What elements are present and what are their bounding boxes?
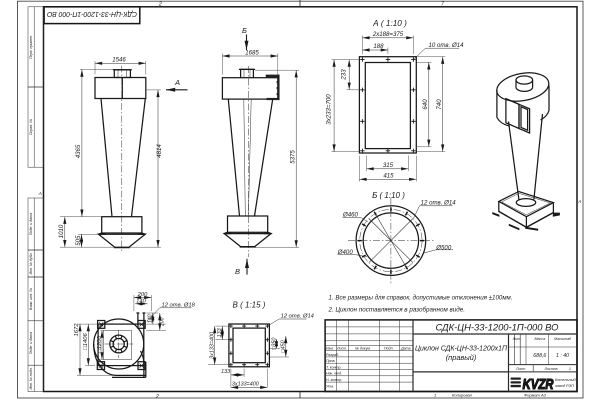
svg-text:Дата: Дата	[400, 347, 410, 351]
svg-text:133: 133	[217, 328, 223, 337]
svg-text:Перв. примен.: Перв. примен.	[29, 35, 33, 59]
svg-text:1 : 40: 1 : 40	[556, 353, 569, 359]
svg-text:Подп. и дата: Подп. и дата	[29, 213, 33, 236]
svg-text:Н. контр.: Н. контр.	[326, 378, 342, 382]
svg-text:12 отв. Ø18: 12 отв. Ø18	[162, 303, 196, 309]
svg-text:12 отв. Ø14: 12 отв. Ø14	[421, 200, 457, 207]
svg-text:завод РЭП: завод РЭП	[554, 384, 574, 388]
svg-text:740: 740	[436, 99, 443, 110]
svg-text:Ø460: Ø460	[342, 212, 359, 219]
svg-text:Листов: Листов	[543, 367, 557, 371]
svg-text:1010: 1010	[58, 224, 65, 238]
svg-text:Т. контр.: Т. контр.	[326, 365, 342, 369]
svg-text:А: А	[38, 191, 42, 196]
svg-text:А ( 1:10 ): А ( 1:10 )	[372, 19, 407, 28]
svg-text:В ( 1:15 ): В ( 1:15 )	[233, 300, 266, 309]
svg-text:2. Циклон поставляется в разоб: 2. Циклон поставляется в разобранном вид…	[328, 305, 466, 313]
svg-text:А: А	[174, 78, 180, 87]
svg-text:В: В	[235, 267, 240, 276]
svg-text:4365: 4365	[75, 144, 82, 158]
svg-text:1. Все размеры для справок, до: 1. Все размеры для справок, допустимые о…	[329, 293, 513, 301]
svg-text:5375: 5375	[290, 150, 297, 164]
svg-text:133: 133	[221, 369, 230, 375]
svg-text:2: 2	[155, 394, 159, 400]
svg-text:Ø400: Ø400	[337, 249, 354, 256]
svg-text:315: 315	[383, 162, 394, 169]
svg-text:10 отв. Ø14: 10 отв. Ø14	[429, 42, 465, 49]
svg-text:688,6: 688,6	[533, 353, 546, 359]
svg-text:□1406: □1406	[83, 333, 89, 350]
svg-text:Разраб.: Разраб.	[326, 353, 339, 357]
svg-text:Подп.: Подп.	[384, 347, 394, 351]
svg-text:2х188=375: 2х188=375	[372, 31, 404, 38]
svg-text:□1200: □1200	[97, 336, 103, 353]
svg-text:2: 2	[158, 2, 162, 8]
svg-text:Лист: Лист	[336, 347, 346, 351]
svg-text:4814: 4814	[156, 144, 163, 158]
svg-text:1546: 1546	[112, 57, 126, 64]
svg-text:12 отв. Ø14: 12 отв. Ø14	[281, 314, 314, 320]
svg-text:Изм.: Изм.	[326, 347, 334, 351]
svg-text:Подп. и дата: Подп. и дата	[29, 332, 33, 355]
svg-text:Пров.: Пров.	[326, 359, 335, 363]
svg-text:3х133=400: 3х133=400	[232, 382, 259, 388]
svg-text:KVZR: KVZR	[523, 377, 554, 393]
svg-text:Б ( 1:10 ): Б ( 1:10 )	[372, 191, 405, 200]
svg-text:Лит.: Лит.	[512, 337, 521, 341]
svg-text:Инв. № подл.: Инв. № подл.	[29, 367, 33, 389]
svg-text:Б: Б	[242, 26, 247, 35]
svg-text:№ докум.: № докум.	[355, 347, 371, 351]
svg-text:СДК-ЦН-33-1200-1П-000 ВО: СДК-ЦН-33-1200-1П-000 ВО	[436, 323, 560, 334]
svg-text:СДК-ЦН-33-1200-1П-000 ВО: СДК-ЦН-33-1200-1П-000 ВО	[47, 10, 137, 19]
svg-text:200: 200	[159, 317, 165, 327]
svg-text:Формат А3: Формат А3	[524, 393, 547, 398]
svg-text:Лист: Лист	[515, 367, 525, 371]
svg-text:Взам. инв. №: Взам. инв. №	[29, 288, 33, 310]
svg-text:3х133=400: 3х133=400	[210, 332, 216, 359]
svg-text:Масштаб: Масштаб	[554, 337, 572, 341]
svg-text:140: 140	[148, 314, 154, 323]
svg-text:Котельный: Котельный	[555, 378, 577, 382]
svg-text:Ø500: Ø500	[435, 244, 452, 251]
svg-text:1: 1	[434, 393, 436, 398]
svg-text:505: 505	[75, 235, 82, 246]
svg-text:1: 1	[569, 367, 571, 371]
svg-text:Инв. № дубл.: Инв. № дубл.	[29, 252, 33, 274]
svg-text:640: 640	[422, 99, 429, 110]
svg-text:Копировал: Копировал	[452, 393, 473, 398]
svg-text:188: 188	[373, 43, 384, 50]
svg-text:(правый): (правый)	[446, 353, 477, 362]
svg-text:Нач. отд.: Нач. отд.	[326, 372, 342, 376]
svg-text:7: 7	[441, 2, 444, 8]
svg-text:Утв.: Утв.	[326, 384, 334, 388]
svg-text:Масса: Масса	[534, 337, 545, 341]
svg-text:□450: □450	[281, 340, 287, 352]
svg-text:140: 140	[136, 298, 146, 304]
svg-text:□350: □350	[271, 338, 277, 350]
svg-text:Справ. №: Справ. №	[29, 119, 33, 135]
svg-text:1685: 1685	[245, 49, 259, 56]
svg-text:200: 200	[137, 292, 148, 298]
svg-text:Циклон СДК-ЦН-33-1200х1П: Циклон СДК-ЦН-33-1200х1П	[415, 344, 508, 353]
svg-text:1672: 1672	[74, 323, 80, 337]
svg-text:А: А	[577, 199, 581, 204]
svg-text:415: 415	[383, 173, 394, 180]
svg-text:233: 233	[341, 69, 348, 81]
svg-text:3х233=700: 3х233=700	[326, 94, 333, 125]
